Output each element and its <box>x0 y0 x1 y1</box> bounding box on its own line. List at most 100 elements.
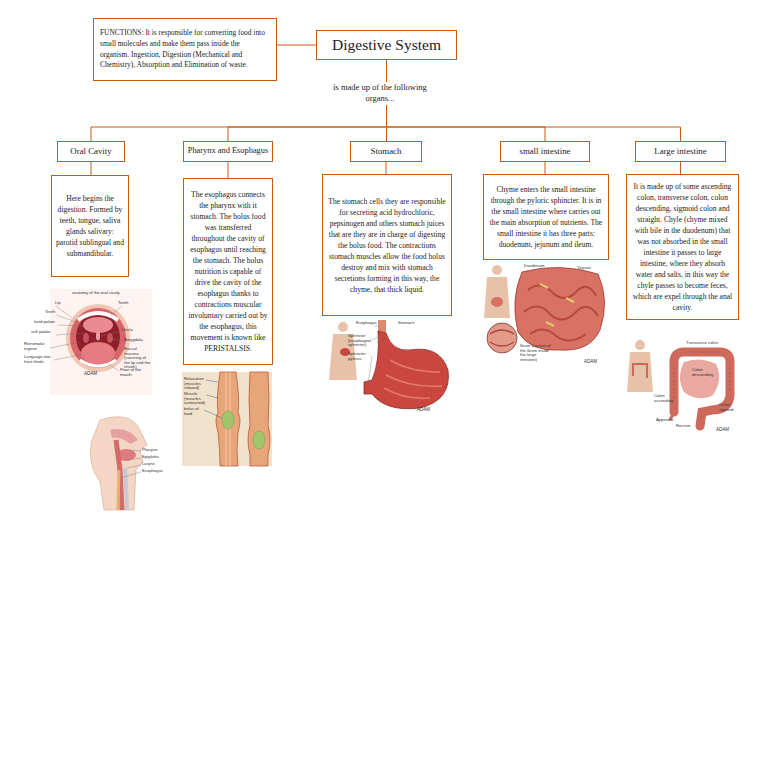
description-box: Here begins the digestion. Formed by tee… <box>51 175 129 277</box>
node-text: Large intestine <box>638 145 723 158</box>
node-text: Chyme enters the small intestine through… <box>488 184 604 250</box>
part-label: Colon descending <box>692 368 716 377</box>
esophagus <box>118 470 119 510</box>
image-background <box>182 372 272 466</box>
part-label: Yeyuno <box>577 266 602 271</box>
large-intestine-drawing <box>627 340 730 426</box>
part-label: Retromolar trigone <box>24 342 50 351</box>
body-silhouette <box>338 322 348 332</box>
ileum-inset-detail <box>490 330 514 346</box>
part-label: Epiglottis <box>142 455 167 460</box>
throat-drawing <box>90 417 147 510</box>
part-label: Sphincter pylorus <box>348 352 368 361</box>
palate <box>83 317 113 333</box>
body-silhouette <box>492 265 502 275</box>
stomach-drawing <box>329 320 448 409</box>
organ-heading: Stomach <box>350 141 422 162</box>
part-label: Pharynx <box>142 448 167 453</box>
part-label: Colon ascending <box>654 394 676 403</box>
part-label: Rectum <box>676 424 696 429</box>
part-label: Appendix <box>656 418 678 423</box>
part-label: Sphincter (esophageal sphincter) <box>348 334 374 348</box>
part-label: ADAM <box>417 408 437 413</box>
part-label: Muscle (muscles contracted) <box>184 392 208 406</box>
head-profile <box>90 417 147 510</box>
part-label: Ileum (section of the ileum inside the l… <box>520 344 552 362</box>
body-silhouette <box>635 340 645 350</box>
part-label: Colon sigmoid <box>719 403 741 412</box>
connector-line <box>91 162 92 175</box>
face-skin <box>66 304 130 372</box>
esophagus-tube <box>248 372 270 466</box>
leader-lines <box>368 326 380 384</box>
node-text: Pharynx and Esophagus <box>185 145 271 157</box>
description-box: It is made up of some ascending colon, t… <box>626 174 739 320</box>
part-label: Uvula <box>122 328 147 333</box>
intestine-coils <box>515 267 605 350</box>
colon <box>674 352 730 426</box>
part-label: bolus of food <box>184 407 204 416</box>
part-label: ADAM <box>716 428 736 433</box>
organ-heading: Large intestine <box>635 141 726 162</box>
node-text: The stomach cells they are responsible f… <box>327 196 447 295</box>
part-label: ADAM <box>84 372 104 377</box>
node-text: Stomach <box>353 145 419 158</box>
part-label: Relaxation (muscles relaxed) <box>184 377 208 391</box>
title-box: Digestive System <box>316 30 457 60</box>
part-label: soft palate <box>31 330 56 335</box>
part-label: Buccal mucosa (covering of the lip and t… <box>124 347 152 370</box>
description-box: The stomach cells they are responsible f… <box>322 174 452 316</box>
part-label: Stomach <box>398 321 423 326</box>
part-label: Larynx <box>142 462 167 467</box>
node-text: Oral Cavity <box>60 145 122 158</box>
part-label: Transverse colon <box>686 341 721 346</box>
lips <box>70 308 126 368</box>
node-text: Here begins the digestion. Formed by tee… <box>56 193 124 259</box>
tongue <box>81 342 115 364</box>
part-label: Floor of the mouth <box>120 368 150 377</box>
body-silhouette <box>484 277 510 318</box>
part-label: hard palate <box>34 320 59 325</box>
pharynx <box>116 440 122 510</box>
part-label: Teeth <box>45 310 65 315</box>
organ-heading: Pharynx and Esophagus <box>183 141 273 162</box>
connector-line <box>680 162 681 174</box>
gastric-folds <box>384 360 442 398</box>
small-intestine-drawing <box>484 265 605 353</box>
leader-lines <box>50 306 123 371</box>
part-label: anatomy of the oral cavity <box>72 291 132 296</box>
colon-haustra <box>674 352 730 400</box>
image-background <box>50 289 152 395</box>
part-label: Duodenum <box>524 264 549 269</box>
part-label: Esophagus <box>356 321 381 326</box>
part-label: Language two front thirds <box>24 355 54 364</box>
intestine-mini <box>491 297 503 307</box>
description-box: Chyme enters the small intestine through… <box>483 174 609 260</box>
larynx <box>125 468 127 510</box>
ileum-inset <box>487 323 517 353</box>
connector-line <box>228 162 229 178</box>
node-text: small intestine <box>503 145 587 158</box>
intestine-loops <box>524 285 598 340</box>
organ-heading: Oral Cavity <box>57 141 125 162</box>
fat-spots <box>540 284 574 326</box>
esophagus-tube <box>216 372 240 466</box>
node-text: The esophagus connects the pharynx with … <box>188 189 268 354</box>
amygdala <box>107 333 113 343</box>
part-label: Amygdala <box>124 338 152 343</box>
part-label: Esophagus <box>142 469 167 474</box>
part-label: Teeth <box>118 301 138 306</box>
node-text: Digestive System <box>319 36 454 53</box>
connector-line <box>545 162 546 174</box>
food-bolus <box>253 431 265 449</box>
node-text: It is made up of some ascending colon, t… <box>631 181 734 313</box>
function-box: FUNCTIONS: It is responsible for convert… <box>93 18 277 81</box>
leader-lines <box>204 380 222 418</box>
upper-teeth <box>78 313 118 320</box>
peristalsis-drawing <box>182 372 272 466</box>
small-intestine-fill <box>680 359 719 398</box>
uvula <box>96 332 100 341</box>
part-label: ADAM <box>584 360 604 365</box>
